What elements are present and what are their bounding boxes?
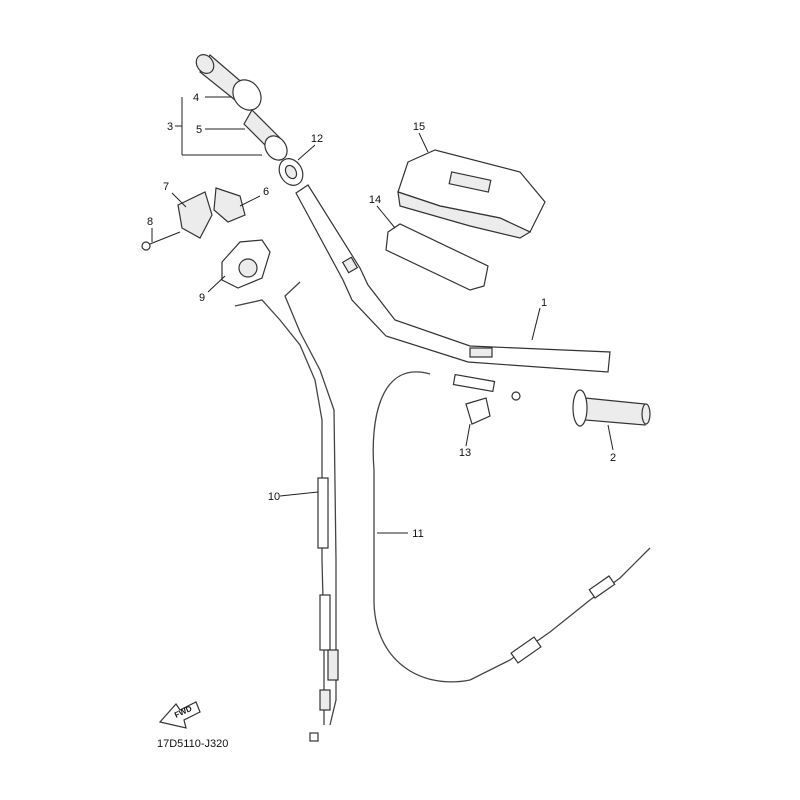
callout-13: 13: [459, 447, 471, 459]
pad-part: [385, 223, 489, 291]
callout-5: 5: [196, 124, 202, 136]
callout-labels: 4 5 3 12 15 14 7 6 8 9 1 2 13 10 11: [147, 92, 616, 540]
handlebar-part: [295, 184, 611, 373]
leader-lines: [151, 96, 614, 534]
callout-8: 8: [147, 216, 153, 228]
callout-15: 15: [413, 121, 425, 133]
callout-6: 6: [263, 186, 269, 198]
callout-12: 12: [311, 133, 323, 145]
adjuster-part: [465, 397, 491, 425]
left-grip-assembly: [195, 54, 288, 161]
collar-part: [278, 158, 304, 186]
callout-10: 10: [268, 491, 280, 503]
diagram-code: 17D5110-J320: [157, 738, 228, 750]
switch-housings: [177, 187, 246, 239]
screw-part: [141, 231, 181, 251]
pad-cover-part: [397, 149, 546, 239]
callout-14: 14: [369, 194, 381, 206]
throttle-housing-part: [221, 239, 271, 289]
right-grip-part: [572, 389, 651, 427]
callout-2: 2: [610, 452, 616, 464]
callout-1: 1: [541, 297, 547, 309]
clutch-cable: [372, 371, 651, 683]
callout-11: 11: [412, 528, 423, 540]
fwd-arrow-icon: FWD: [158, 701, 201, 729]
callout-9: 9: [199, 292, 205, 304]
callout-4: 4: [193, 92, 199, 104]
throttle-cables: [234, 281, 339, 742]
callout-7: 7: [163, 181, 169, 193]
callout-3: 3: [167, 121, 173, 133]
